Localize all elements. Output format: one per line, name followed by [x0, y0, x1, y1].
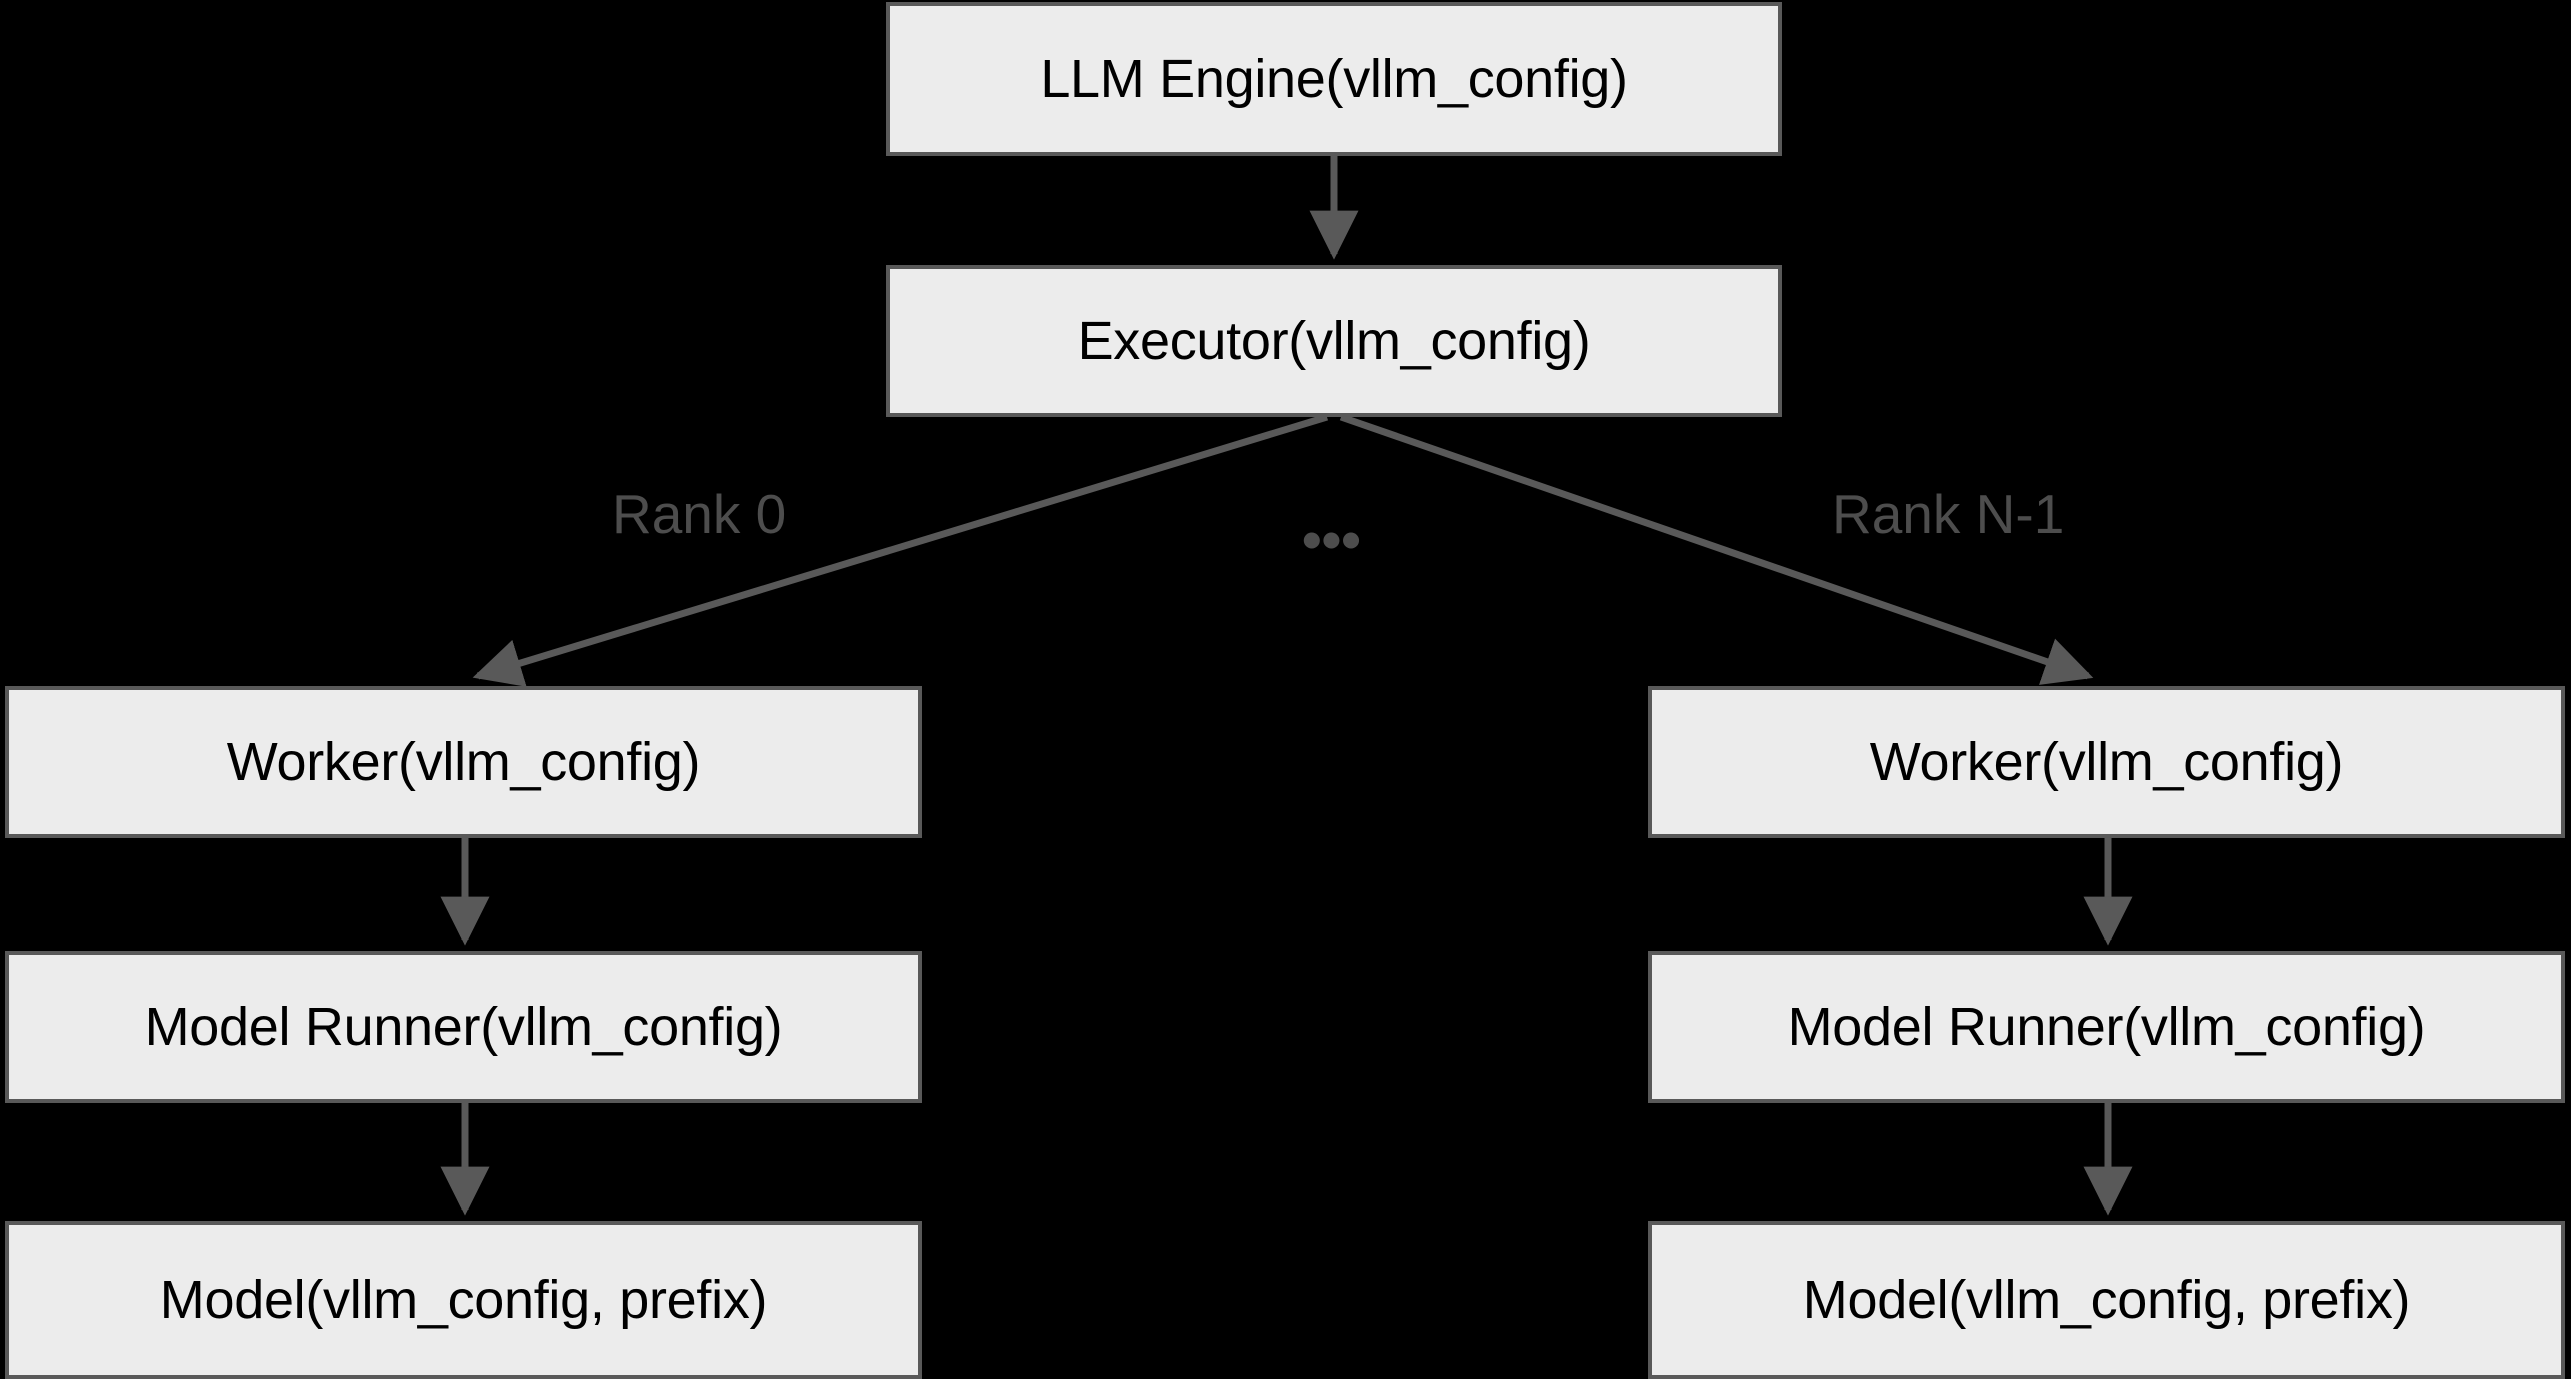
node-model-rank0-label: Model(vllm_config, prefix) — [159, 1270, 768, 1330]
node-executor[interactable]: Executor(vllm_config) — [886, 265, 1782, 417]
node-model-runner-rankn[interactable]: Model Runner(vllm_config) — [1648, 951, 2565, 1103]
node-worker-rankn-label: Worker(vllm_config) — [1869, 732, 2344, 792]
node-model-rankn-label: Model(vllm_config, prefix) — [1802, 1270, 2411, 1330]
node-model-runner-rankn-label: Model Runner(vllm_config) — [1787, 997, 2426, 1057]
ellipsis-label: ••• — [1302, 508, 1361, 571]
node-model-rankn[interactable]: Model(vllm_config, prefix) — [1648, 1221, 2565, 1379]
edge-label-rank-0: Rank 0 — [612, 483, 787, 545]
node-executor-label: Executor(vllm_config) — [1077, 311, 1591, 371]
node-model-runner-rank0-label: Model Runner(vllm_config) — [144, 997, 783, 1057]
node-worker-rankn[interactable]: Worker(vllm_config) — [1648, 686, 2565, 838]
edge-executor-to-worker-rank0 — [472, 413, 1329, 687]
node-model-rank0[interactable]: Model(vllm_config, prefix) — [5, 1221, 922, 1379]
node-worker-rank0[interactable]: Worker(vllm_config) — [5, 686, 922, 838]
edge-executor-to-worker-rankn — [1339, 413, 2094, 685]
node-llm-engine-label: LLM Engine(vllm_config) — [1040, 49, 1628, 109]
node-model-runner-rank0[interactable]: Model Runner(vllm_config) — [5, 951, 922, 1103]
node-llm-engine[interactable]: LLM Engine(vllm_config) — [886, 2, 1782, 156]
edge-label-rank-n-minus-1: Rank N-1 — [1832, 483, 2065, 545]
node-worker-rank0-label: Worker(vllm_config) — [226, 732, 701, 792]
